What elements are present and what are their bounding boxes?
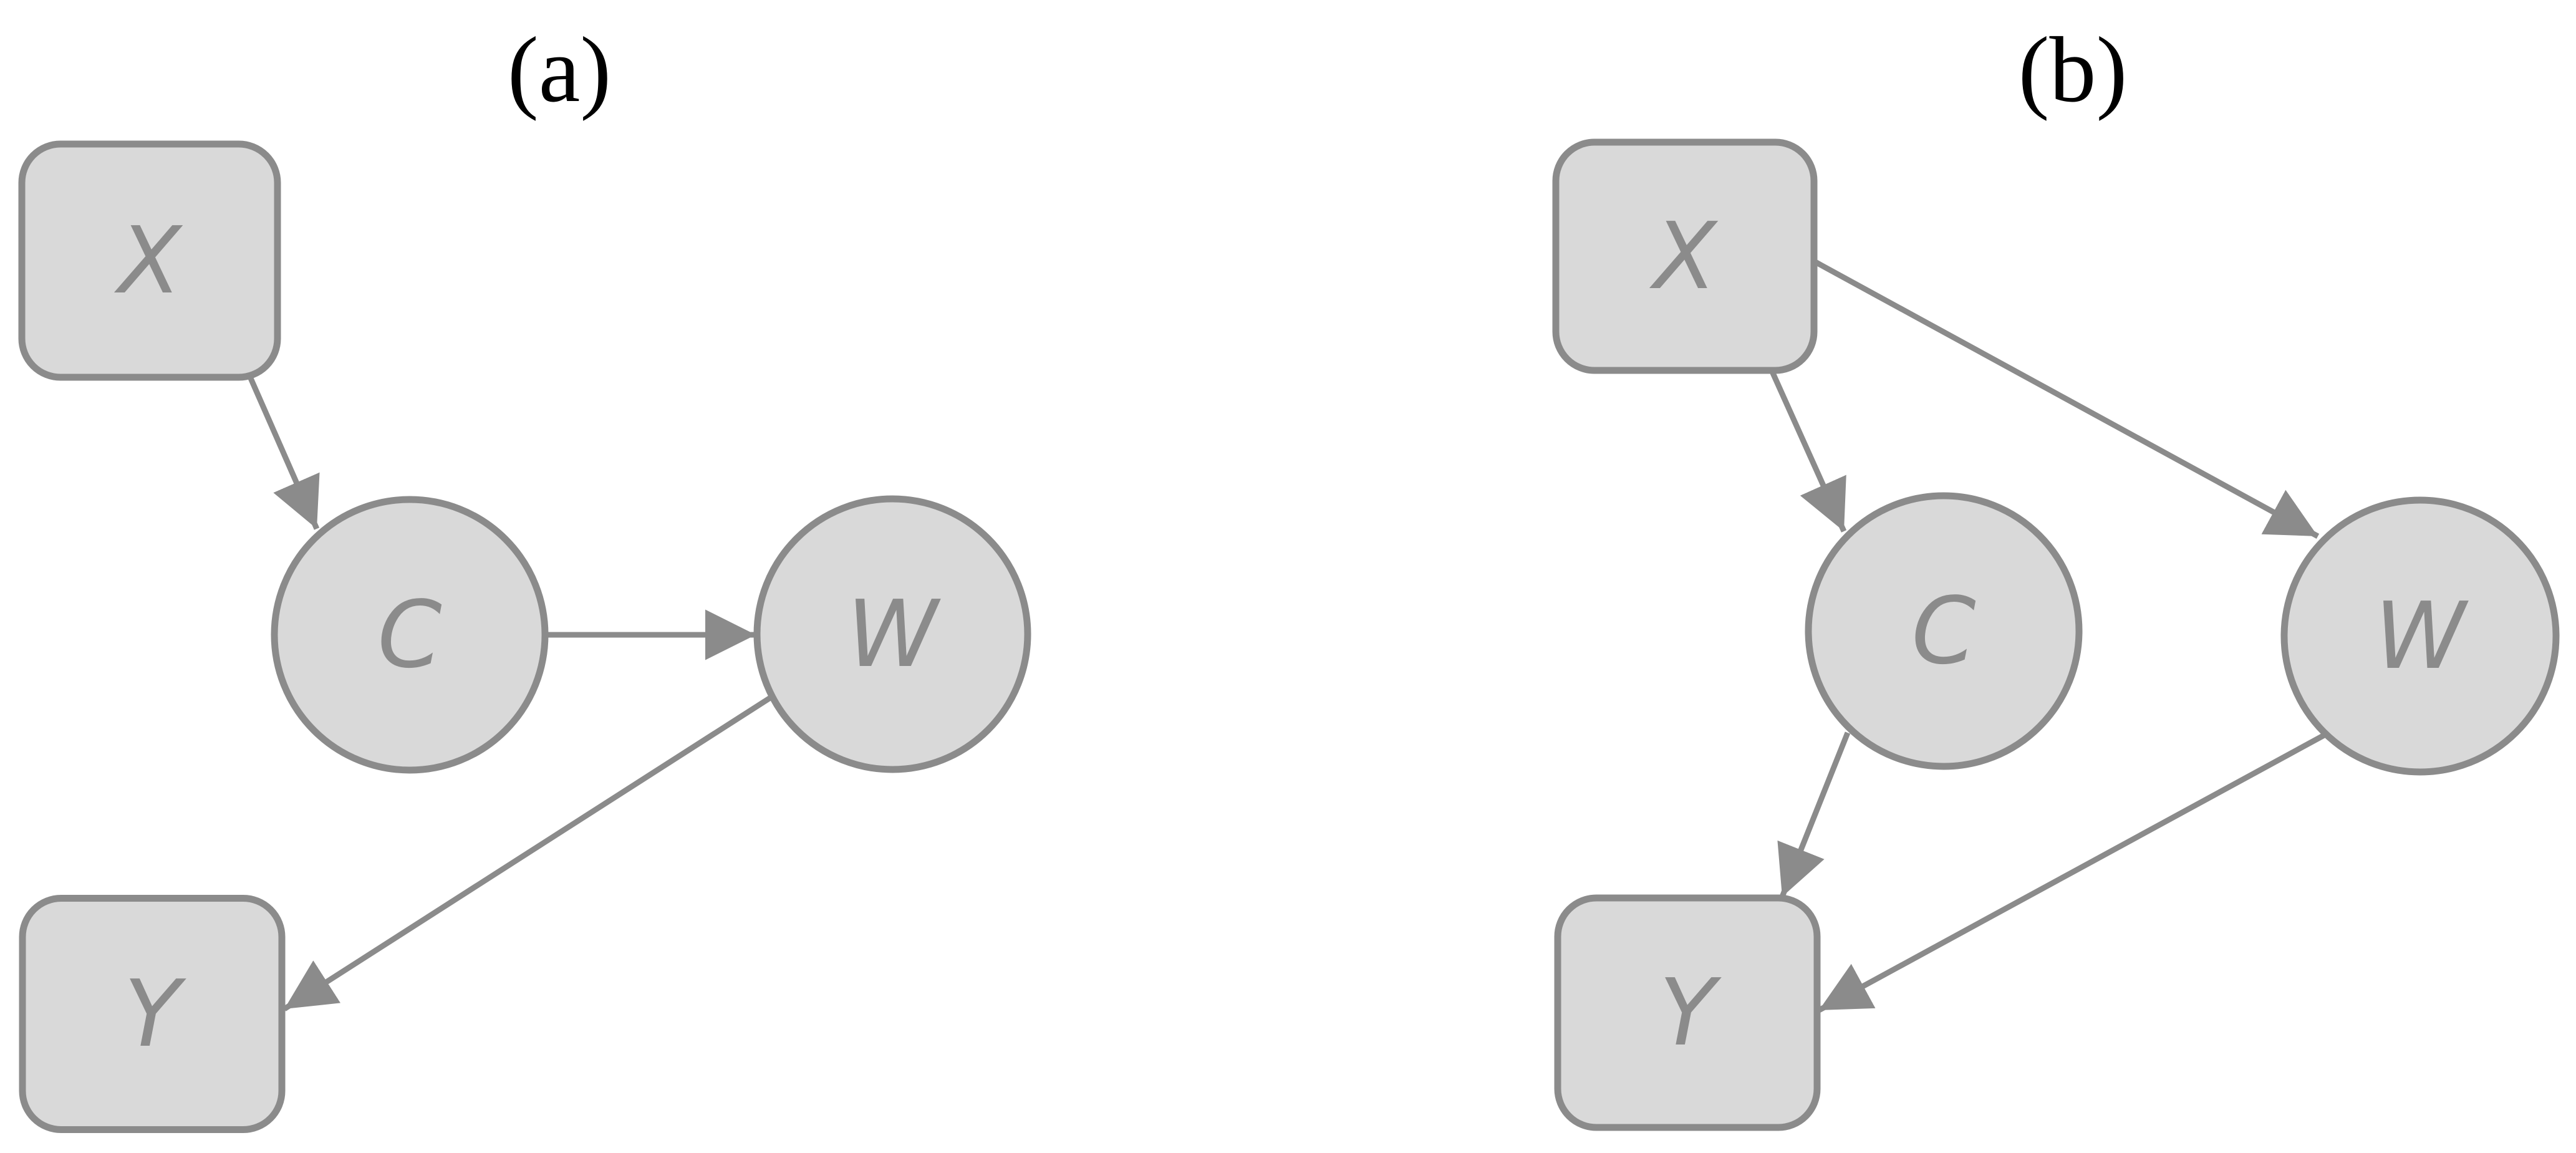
panel-b: X C W Y (b)	[1552, 18, 2560, 1131]
node-Y-label-b: Y	[1659, 959, 1722, 1066]
node-X-label-a: X	[113, 207, 183, 314]
panel-a: X C W Y (a)	[18, 18, 1031, 1133]
node-Y-a	[19, 895, 286, 1133]
node-Y-label-a: Y	[124, 960, 187, 1068]
node-C-b	[1805, 492, 2083, 770]
node-W-label-b: W	[2375, 582, 2469, 690]
node-X-b	[1552, 138, 1818, 374]
edge-W-to-Y-b	[1817, 728, 2334, 1013]
node-X-label-b: X	[1649, 203, 1719, 310]
node-Y-b	[1554, 894, 1821, 1131]
node-C-label-a: C	[377, 581, 441, 688]
panel-title-b: (b)	[2019, 18, 2128, 122]
edge-X-to-C-a	[246, 374, 320, 530]
panel-title-a: (a)	[508, 18, 611, 122]
node-W-a	[753, 495, 1031, 773]
node-W-label-a: W	[847, 581, 941, 688]
edge-X-to-W-b	[1813, 259, 2320, 539]
edge-X-to-C-b	[1769, 370, 1847, 533]
node-X-a	[18, 140, 281, 381]
node-W-b	[2280, 496, 2560, 776]
edge-C-to-Y-b	[1777, 731, 1851, 898]
node-C-a	[271, 496, 549, 774]
edge-W-to-Y-a	[282, 692, 777, 1011]
node-C-label-b: C	[1911, 577, 1975, 685]
